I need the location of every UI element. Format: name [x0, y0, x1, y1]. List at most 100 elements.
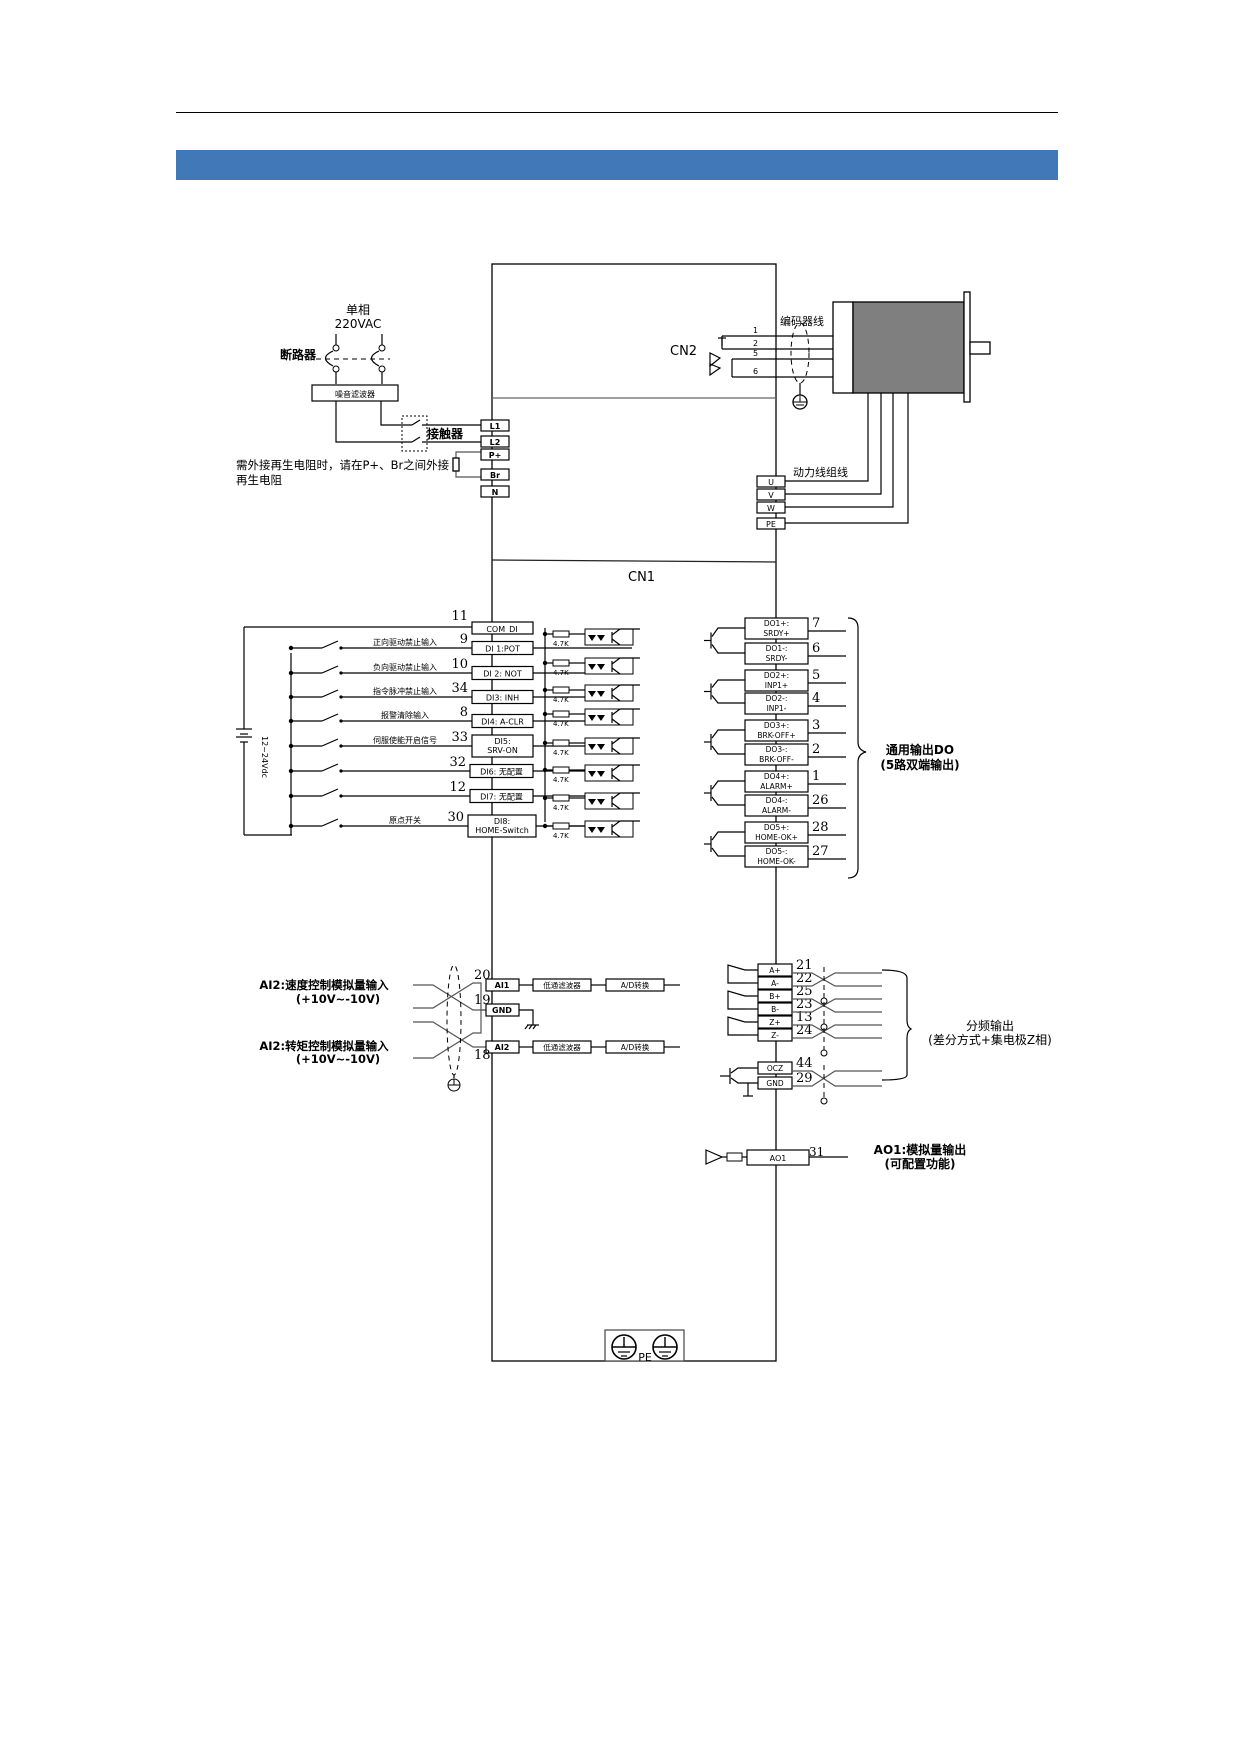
- power-input-section: 单相 220VAC 断路器 噪音滤波器 接触器 需外接再生电阻时，: [236, 303, 510, 498]
- resistor-value: 4.7K: [553, 720, 569, 728]
- digital-output-section: DO1+:SRDY+7DO1-:SRDY-6DO2+:INP1+5DO2-:IN…: [704, 616, 960, 879]
- cn1-label: CN1: [628, 570, 655, 585]
- pe-label: PE: [638, 1351, 652, 1364]
- resistor-icon: [552, 794, 570, 802]
- contactor-label: 接触器: [427, 426, 464, 441]
- eo-terminal-label: B-: [771, 1005, 779, 1014]
- do-terminal-label-top: DO3+:: [764, 721, 789, 730]
- resistor-icon: [552, 739, 570, 747]
- optocoupler-icon: [584, 628, 634, 646]
- phototransistor-icon: [611, 708, 621, 716]
- do-terminal-label-top: DO1-:: [766, 644, 788, 653]
- phototransistor-icon: [611, 694, 621, 702]
- power-terminal-label: L1: [490, 422, 501, 431]
- encoder-ground-symbols: [709, 337, 726, 377]
- ai-terminal-label: AI1: [495, 981, 510, 990]
- eo-group-brace: [881, 969, 913, 1081]
- di-terminal-label: DI3: INH: [486, 694, 519, 703]
- phototransistor-icon: [611, 792, 621, 800]
- phototransistor-icon: [611, 747, 621, 755]
- power-terminal-br: [480, 468, 510, 481]
- ocz-transistor-icon: [730, 1077, 758, 1084]
- phototransistor-icon: [611, 667, 621, 675]
- do-terminal-label-bottom: INP1+: [765, 681, 788, 690]
- do-pin-number: 2: [812, 742, 820, 757]
- encoder-cable-label: 编码器线: [780, 314, 824, 328]
- regen-note-line2: 再生电阻: [236, 473, 282, 487]
- do-group-label-line2: (5路双端输出): [880, 757, 959, 772]
- resistor-icon: [552, 686, 570, 694]
- di-pin-number: 33: [451, 730, 468, 745]
- do-transistor-icon: [711, 847, 745, 857]
- do-transistor-icon: [711, 627, 745, 637]
- encoder-pin-number: 5: [753, 349, 758, 358]
- power-terminal-label: N: [492, 488, 499, 497]
- di-switch-icon: [321, 665, 339, 674]
- di-terminal-com: [471, 621, 534, 635]
- resistor-value: 4.7K: [553, 832, 569, 840]
- eo-twisted-pair: [792, 1024, 882, 1039]
- ai1-desc-line1: AI2:速度控制模拟量输入: [259, 978, 389, 992]
- resistor-icon: [552, 822, 570, 830]
- eo-terminal-label: B+: [769, 992, 780, 1001]
- di-pin-number: 34: [451, 681, 468, 696]
- di-terminal-label: COM_DI: [486, 625, 517, 634]
- eo-twisted-pair: [792, 998, 882, 1013]
- di-description: 报警清除输入: [381, 710, 429, 720]
- ai-terminal-label: AI2: [495, 1043, 510, 1052]
- optocoupler-icon: [584, 792, 634, 810]
- ai-terminal-label: GND: [492, 1006, 512, 1015]
- di-pin-number: 12: [449, 780, 466, 795]
- ocz-transistor-icon: [730, 1067, 758, 1074]
- phototransistor-icon: [611, 737, 621, 745]
- do-transistor-icon: [711, 745, 745, 755]
- ao1-terminal-label: AO1: [770, 1154, 787, 1163]
- noise-filter-label: 噪音滤波器: [335, 389, 375, 399]
- supply-voltage-label: 220VAC: [335, 317, 382, 331]
- di-switch-icon: [321, 763, 339, 772]
- di-terminal-label: DI6: 无配置: [480, 768, 523, 777]
- di-description: 正向驱动禁止输入: [373, 637, 437, 647]
- di-switch-icon: [321, 713, 339, 722]
- power-terminal-label: P+: [489, 451, 502, 460]
- do-rows: DO1+:SRDY+7DO1-:SRDY-6DO2+:INP1+5DO2-:IN…: [704, 616, 846, 868]
- do-terminal-label-top: DO4-:: [766, 796, 788, 805]
- di-pin-number: 8: [460, 705, 468, 720]
- ai-pin-number: 19: [474, 993, 491, 1008]
- di-terminal-label: DI8:HOME-Switch: [475, 817, 529, 835]
- power-terminal-label: L2: [490, 438, 501, 447]
- optocoupler-icon: [584, 708, 634, 726]
- do-transistor-icon: [711, 796, 745, 806]
- led-icon: [588, 744, 605, 750]
- drive-body: [491, 263, 777, 1362]
- phototransistor-icon: [611, 774, 621, 782]
- di-switch-icon: [321, 640, 339, 649]
- do-group-brace: [847, 617, 867, 879]
- page-top-rule: [176, 112, 1058, 113]
- do-terminal-label-top: DO4+:: [764, 772, 789, 781]
- motor-cable-label: 动力线组线: [793, 465, 848, 479]
- eo-pin-number: 25: [796, 984, 813, 999]
- eo-terminal-label: A+: [769, 966, 780, 975]
- do-terminal-label-bottom: BRK-OFF+: [757, 731, 795, 740]
- circuit-breaker-symbol: [316, 334, 390, 384]
- ai-gnd-earth-icon: [519, 1009, 539, 1030]
- di-pin-number: 11: [451, 609, 468, 624]
- pe-ground-icon-right: [652, 1334, 678, 1360]
- phototransistor-icon: [611, 684, 621, 692]
- ai-shield-ground-icon: [447, 1078, 461, 1092]
- eo-twisted-pair: [792, 1024, 882, 1039]
- motor-terminal-label: W: [767, 504, 775, 513]
- eo-ground-icon: [820, 1097, 828, 1105]
- optocoupler-icon: [584, 737, 634, 755]
- di-description: 伺服使能开启信号: [373, 735, 437, 745]
- regen-resistor-symbol: [452, 457, 460, 472]
- di-description: 负向驱动禁止输入: [373, 662, 437, 672]
- do-transistor-icon: [711, 780, 745, 790]
- led-icon: [588, 771, 605, 777]
